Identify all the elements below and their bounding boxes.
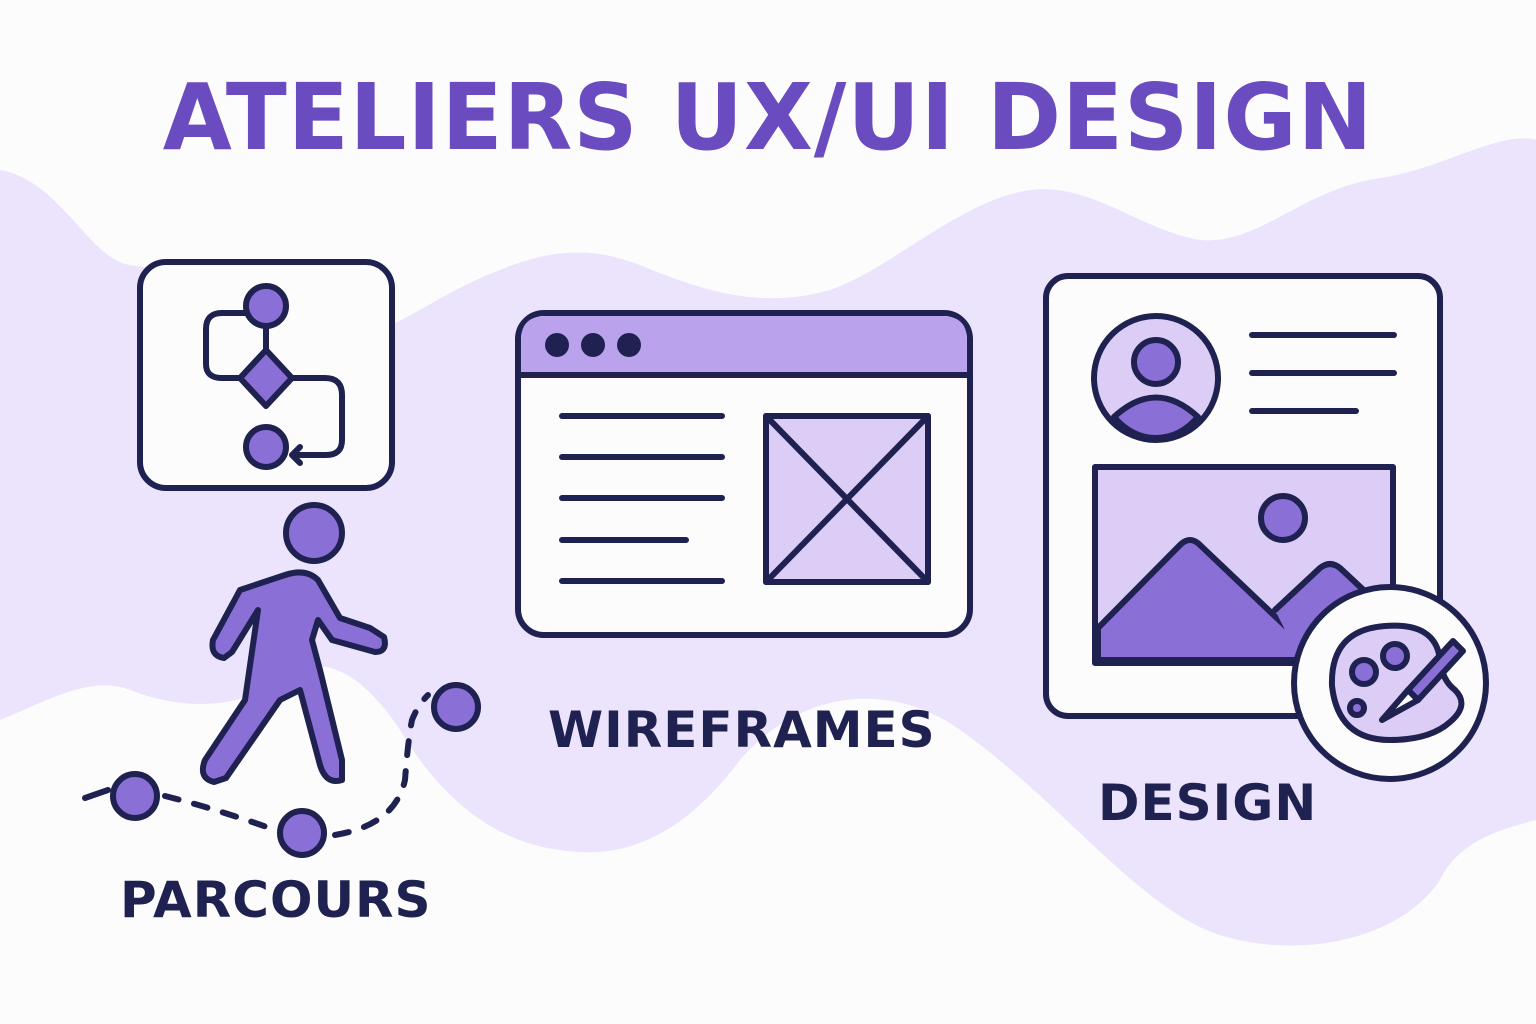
page-title: ATELIERS UX/UI DESIGN bbox=[162, 64, 1374, 171]
section-label-parcours: PARCOURS bbox=[120, 871, 432, 929]
section-label-design: DESIGN bbox=[1098, 774, 1318, 832]
section-label-wireframes: WIREFRAMES bbox=[548, 701, 936, 759]
